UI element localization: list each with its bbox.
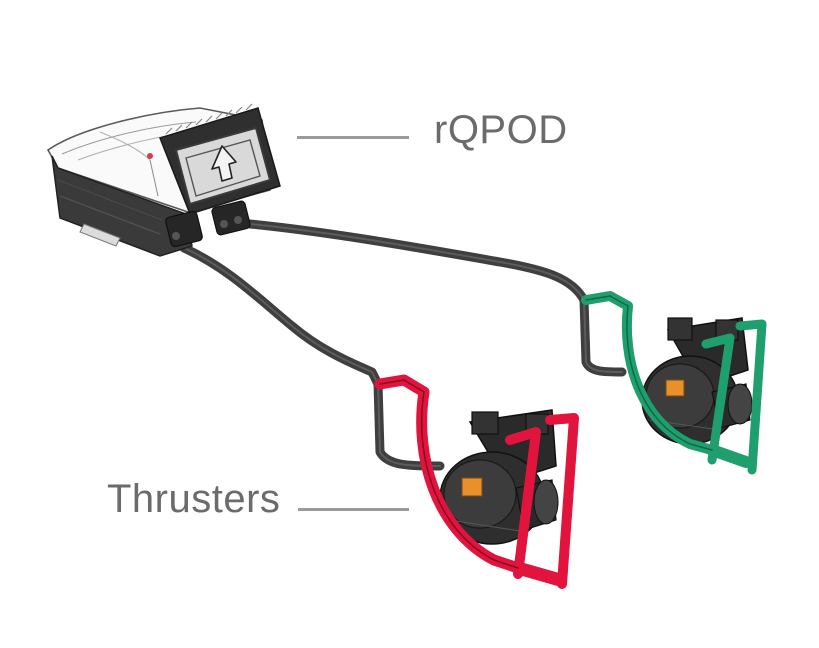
thrusters-label: Thrusters <box>107 479 280 519</box>
rqpod-unit <box>48 104 280 256</box>
rqpod-label: rQPOD <box>434 110 568 150</box>
cables <box>184 224 622 466</box>
cable-to-green-thruster <box>250 224 622 372</box>
red-thruster-assembly <box>380 380 574 584</box>
rqpod-leader-line <box>297 136 409 139</box>
thrusters-leader-line <box>298 508 409 511</box>
cable-to-red-thruster <box>184 248 440 466</box>
green-thruster-assembly <box>586 296 762 470</box>
rqpod-indicator-light <box>147 153 153 159</box>
